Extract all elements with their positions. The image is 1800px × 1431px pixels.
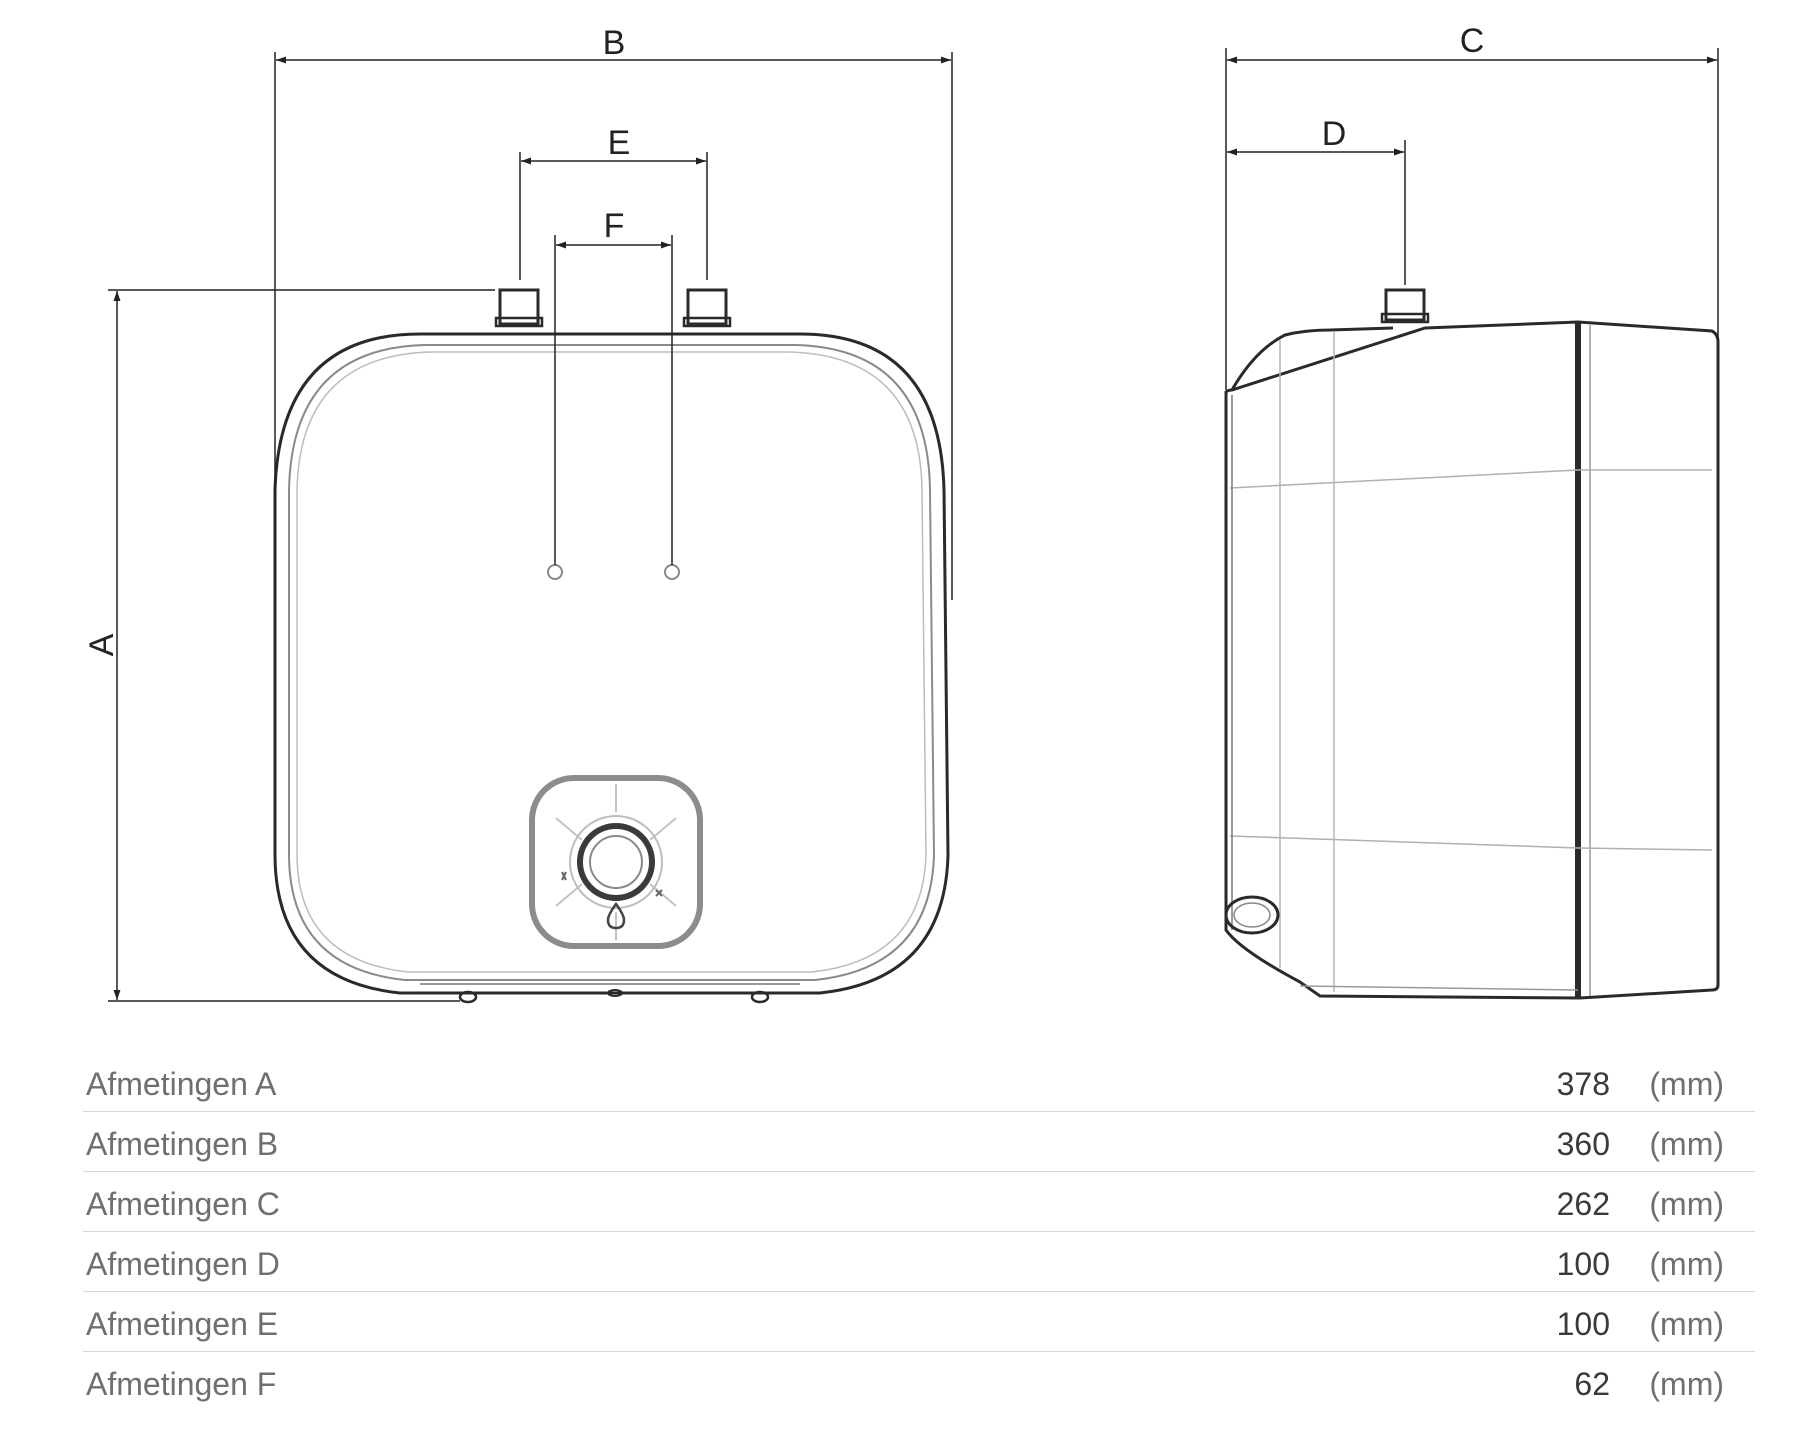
water-inlet-pipe: [498, 288, 540, 326]
dimension-label-e: E: [608, 124, 631, 162]
mounting-hole-left: [547, 564, 563, 580]
side-view: [1224, 288, 1720, 1000]
dimension-label-f: F: [604, 207, 625, 245]
dimension-label-d: D: [1322, 115, 1347, 153]
table-row: Afmetingen E 100 (mm): [83, 1292, 1755, 1352]
spec-label: Afmetingen B: [86, 1126, 279, 1162]
spec-unit: (mm): [1649, 1246, 1724, 1282]
table-row: Afmetingen A 378 (mm): [83, 1052, 1755, 1112]
dimension-label-a: A: [83, 633, 121, 656]
side-body-outline: [1224, 320, 1720, 1000]
table-row: Afmetingen B 360 (mm): [83, 1112, 1755, 1172]
dimension-lines: [108, 48, 1719, 1002]
front-view: [273, 288, 950, 1004]
spec-value: 378: [1556, 1066, 1610, 1102]
table-row: Afmetingen D 100 (mm): [83, 1232, 1755, 1292]
dimensions-table: Afmetingen A 378 (mm) Afmetingen B 360 (…: [83, 1052, 1755, 1411]
water-outlet-pipe: [686, 288, 728, 326]
water-drop-icon: [606, 901, 626, 930]
spec-label: Afmetingen C: [86, 1186, 280, 1222]
spec-value: 100: [1556, 1306, 1610, 1342]
table-row: Afmetingen F 62 (mm): [83, 1352, 1755, 1411]
spec-unit: (mm): [1649, 1126, 1724, 1162]
spec-unit: (mm): [1649, 1306, 1724, 1342]
spec-value: 62: [1574, 1366, 1610, 1402]
side-water-pipe: [1384, 288, 1426, 322]
spec-unit: (mm): [1649, 1186, 1724, 1222]
spec-value: 262: [1556, 1186, 1610, 1222]
dimension-label-c: C: [1460, 22, 1485, 60]
table-row: Afmetingen C 262 (mm): [83, 1172, 1755, 1232]
spec-unit: (mm): [1649, 1066, 1724, 1102]
spec-value: 100: [1556, 1246, 1610, 1282]
spec-label: Afmetingen A: [86, 1066, 277, 1102]
thermostat-knob: [577, 823, 655, 901]
technical-drawing: B E F A C D: [83, 22, 1720, 1004]
mounting-hole-right: [664, 564, 680, 580]
spec-value: 360: [1556, 1126, 1610, 1162]
front-body-outline: [273, 332, 950, 995]
spec-unit: (mm): [1649, 1366, 1724, 1402]
spec-label: Afmetingen D: [86, 1246, 280, 1282]
side-control-knob: [1224, 895, 1280, 935]
dimension-label-b: B: [603, 24, 626, 62]
spec-label: Afmetingen E: [86, 1306, 279, 1342]
front-panel: [288, 344, 936, 981]
thermostat-control-panel: [529, 775, 703, 949]
spec-label: Afmetingen F: [86, 1366, 277, 1402]
